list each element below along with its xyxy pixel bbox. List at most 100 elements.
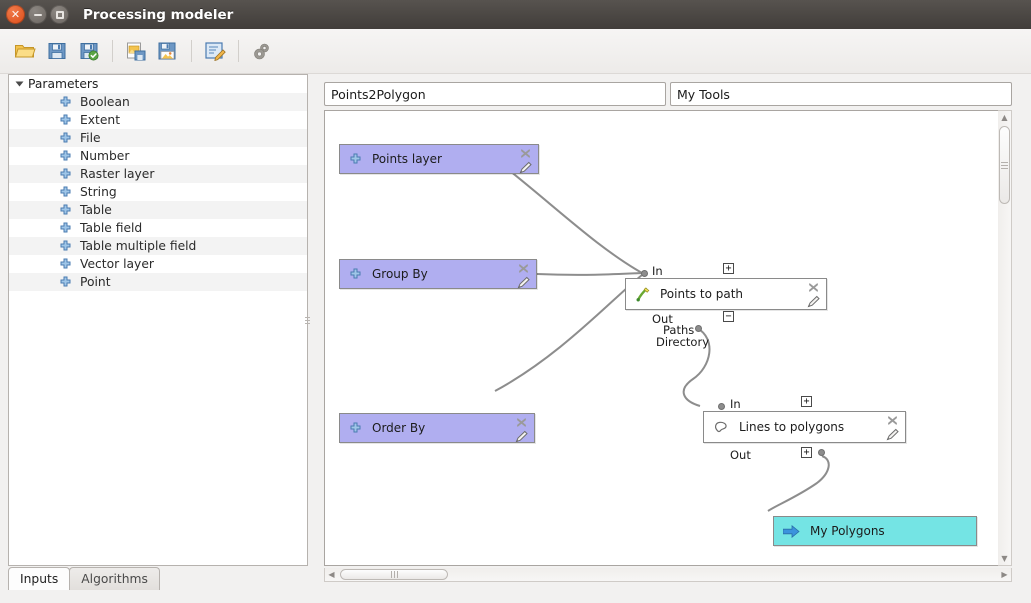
window-controls: ✕: [0, 5, 69, 24]
parameter-item-vector-layer[interactable]: Vector layer: [9, 255, 307, 273]
expander-ptp-in[interactable]: +: [723, 263, 734, 274]
export-image-icon: [127, 42, 146, 61]
node-my-polygons[interactable]: My Polygons: [773, 516, 977, 546]
save-model-as-button[interactable]: [74, 36, 104, 66]
toolbar-separator: [112, 40, 113, 62]
port-label-ptp-in: In: [652, 264, 663, 278]
pencil-icon[interactable]: [805, 294, 822, 308]
close-x-icon[interactable]: [517, 146, 534, 160]
node-tools: [513, 415, 530, 443]
output-arrow-icon: [783, 524, 800, 538]
parameter-item-label: String: [80, 185, 117, 199]
panel-splitter-handle[interactable]: [303, 290, 311, 350]
plus-icon: [59, 132, 72, 145]
pencil-icon[interactable]: [513, 429, 530, 443]
pencil-icon[interactable]: [884, 427, 901, 441]
model-canvas[interactable]: Points layer Group By: [324, 110, 1012, 566]
open-model-button[interactable]: [10, 36, 40, 66]
model-name-value: Points2Polygon: [331, 86, 426, 102]
edit-help-button[interactable]: [200, 36, 230, 66]
run-gears-icon: [254, 43, 269, 60]
tree-root-label: Parameters: [28, 77, 99, 91]
close-icon[interactable]: ✕: [6, 5, 25, 24]
save-icon: [48, 43, 66, 59]
plus-icon: [59, 204, 72, 217]
connector-group-by-to-in: [536, 272, 643, 276]
close-x-icon[interactable]: [805, 280, 822, 294]
horizontal-scroll-thumb[interactable]: [340, 569, 448, 580]
export-pdf-button[interactable]: [153, 36, 183, 66]
canvas-vertical-scrollbar[interactable]: ▲ ▼: [998, 110, 1012, 566]
port-label-ltp-out: Out: [730, 448, 751, 462]
edit-help-icon: [205, 42, 226, 61]
parameter-item-number[interactable]: Number: [9, 147, 307, 165]
plus-icon: [59, 276, 72, 289]
parameter-item-table-field[interactable]: Table field: [9, 219, 307, 237]
plus-icon: [59, 168, 72, 181]
scroll-down-icon[interactable]: ▼: [1001, 554, 1008, 563]
model-name-input[interactable]: Points2Polygon: [324, 82, 666, 106]
parameter-item-boolean[interactable]: Boolean: [9, 93, 307, 111]
minimize-icon[interactable]: [28, 5, 47, 24]
vertical-scroll-thumb[interactable]: [999, 126, 1010, 204]
maximize-icon[interactable]: [50, 5, 69, 24]
parameter-item-point[interactable]: Point: [9, 273, 307, 291]
grip-icon: [390, 571, 398, 578]
expander-ptp-out[interactable]: −: [723, 311, 734, 322]
port-dot-ltp-in[interactable]: [718, 403, 725, 410]
parameter-item-table-multiple-field[interactable]: Table multiple field: [9, 237, 307, 255]
pencil-icon[interactable]: [515, 275, 532, 289]
close-x-icon[interactable]: [515, 261, 532, 275]
parameter-item-file[interactable]: File: [9, 129, 307, 147]
group-name-value: My Tools: [677, 86, 730, 102]
canvas-horizontal-scrollbar[interactable]: ◀ ▶: [324, 568, 1012, 582]
parameter-item-label: Point: [80, 275, 111, 289]
parameter-item-label: Table: [80, 203, 112, 217]
expander-ltp-in[interactable]: +: [801, 396, 812, 407]
port-dot-ltp-out[interactable]: [818, 449, 825, 456]
node-group-by[interactable]: Group By: [339, 259, 537, 289]
node-group-by-label: Group By: [372, 267, 428, 281]
tab-inputs[interactable]: Inputs: [8, 567, 71, 590]
parameter-item-label: Table field: [80, 221, 143, 235]
parameter-item-string[interactable]: String: [9, 183, 307, 201]
port-dot-ptp-out-paths[interactable]: [695, 325, 702, 332]
expander-ltp-out[interactable]: +: [801, 447, 812, 458]
node-order-by[interactable]: Order By: [339, 413, 535, 443]
connector-points-layer-to-in: [494, 158, 643, 274]
close-x-icon[interactable]: [884, 413, 901, 427]
tab-algorithms[interactable]: Algorithms: [69, 567, 160, 590]
parameter-item-table[interactable]: Table: [9, 201, 307, 219]
close-x-icon[interactable]: [513, 415, 530, 429]
port-label-ptp-out-paths: Paths: [663, 323, 695, 337]
node-points-layer-label: Points layer: [372, 152, 442, 166]
node-lines-to-polygons[interactable]: Lines to polygons: [703, 411, 906, 443]
pencil-icon[interactable]: [517, 160, 534, 174]
toolbar-separator: [191, 40, 192, 62]
group-name-input[interactable]: My Tools: [670, 82, 1012, 106]
node-points-to-path-label: Points to path: [660, 287, 744, 301]
node-tools: [884, 413, 901, 441]
port-dot-ptp-in[interactable]: [641, 270, 648, 277]
save-model-button[interactable]: [42, 36, 72, 66]
parameter-item-raster-layer[interactable]: Raster layer: [9, 165, 307, 183]
points-to-path-icon: [635, 287, 650, 302]
export-image-button[interactable]: [121, 36, 151, 66]
plus-icon: [349, 153, 362, 166]
connector-ltp-out-to-my-polygons: [767, 455, 830, 512]
tree-root-parameters[interactable]: Parameters: [9, 75, 307, 93]
scroll-left-icon[interactable]: ◀: [328, 570, 335, 579]
parameter-item-label: Number: [80, 149, 130, 163]
plus-icon: [59, 186, 72, 199]
scroll-right-icon[interactable]: ▶: [1001, 570, 1008, 579]
node-points-layer[interactable]: Points layer: [339, 144, 539, 174]
scroll-up-icon[interactable]: ▲: [1001, 113, 1008, 122]
parameter-item-extent[interactable]: Extent: [9, 111, 307, 129]
toolbar-separator: [238, 40, 239, 62]
node-points-to-path[interactable]: Points to path: [625, 278, 827, 310]
run-model-button[interactable]: [247, 36, 277, 66]
plus-icon: [59, 96, 72, 109]
